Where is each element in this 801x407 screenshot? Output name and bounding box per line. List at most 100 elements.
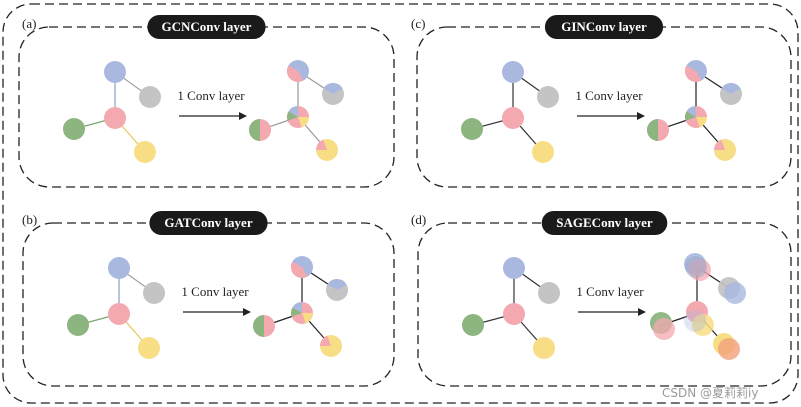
output-node-center-slice-3	[298, 117, 309, 128]
output-node-center-slice-2	[286, 111, 298, 121]
output-node-top-slice-1	[684, 65, 702, 83]
output-node-center-slice-1	[288, 105, 298, 117]
arrow-label: 1 Conv layer	[181, 284, 249, 299]
panel-title-pill	[147, 15, 266, 39]
output-node-bottom-orange	[718, 338, 740, 360]
arrow-head	[239, 112, 247, 120]
output-node-bottom-slice-1	[319, 335, 331, 346]
panel-letter: (b)	[22, 212, 37, 227]
output-node-center-slice-2	[684, 111, 696, 121]
output-node-top	[290, 256, 313, 279]
panel-sage: (d) SAGEConv layer 1 Conv layer	[411, 211, 792, 387]
output-node-right	[322, 82, 344, 105]
output-node-center	[286, 105, 309, 128]
panels-group: (a) GCNConv layer 1 Conv layer (c) GINConv l…	[18, 15, 792, 387]
output-node-right-slice-1	[323, 82, 343, 94]
conv-arrow	[578, 308, 646, 316]
input-node-yellow	[134, 141, 156, 163]
input-node-blue	[104, 61, 126, 83]
output-node-top	[286, 60, 309, 83]
arrow-head	[638, 308, 646, 316]
input-node-yellow	[532, 141, 554, 163]
input-node-green	[461, 118, 483, 140]
output-node-bottom-slice-1	[316, 139, 327, 150]
panel-gat: (b) GATConv layer 1 Conv layer	[22, 211, 395, 387]
arrow-head	[243, 308, 251, 316]
panel-title: GCNConv layer	[162, 19, 252, 34]
output-node-top-slice-1	[290, 261, 308, 279]
conv-arrow	[183, 308, 251, 316]
panel-gcn: (a) GCNConv layer 1 Conv layer	[18, 15, 395, 188]
input-node-pink	[503, 303, 525, 325]
output-node-center-slice-3	[696, 117, 707, 128]
output-node-bottom	[316, 139, 338, 161]
output-node-left-slice-1	[647, 119, 658, 141]
arrow-head	[637, 112, 645, 120]
input-node-gray	[537, 86, 559, 108]
panel-title: GINConv layer	[561, 19, 647, 34]
output-node-right-slice-1	[721, 82, 741, 94]
input-node-pink	[104, 107, 126, 129]
output-node-center-slice-1	[686, 106, 696, 117]
output-node-center-slice-3	[302, 313, 313, 324]
output-graph	[650, 253, 746, 360]
panel-letter: (c)	[411, 16, 425, 31]
conv-arrow	[577, 112, 645, 120]
input-node-pink	[502, 107, 524, 129]
arrow-label: 1 Conv layer	[575, 88, 643, 103]
input-node-yellow	[138, 337, 160, 359]
panel-gin: (c) GINConv layer 1 Conv layer	[411, 15, 792, 188]
conv-arrow	[179, 112, 247, 120]
panel-letter: (d)	[411, 212, 426, 227]
outer-dashed-border	[2, 3, 799, 404]
output-node-left-slice-1	[249, 119, 260, 141]
output-node-bottom	[319, 335, 342, 357]
input-graph	[461, 61, 559, 163]
output-node-bottom-slice-1	[714, 139, 725, 150]
input-node-green	[67, 314, 89, 336]
input-graph	[462, 257, 560, 359]
input-node-gray	[538, 282, 560, 304]
output-node-center	[684, 106, 707, 128]
output-graph	[253, 256, 348, 357]
panel-title-pill	[544, 15, 664, 39]
input-node-pink	[108, 303, 130, 325]
output-node-bottom	[714, 139, 736, 161]
output-node-left	[647, 119, 669, 141]
output-node-left-pink	[653, 318, 675, 340]
output-node-right	[326, 278, 348, 301]
output-node-center	[290, 301, 313, 324]
panel-title: GATConv layer	[164, 215, 252, 230]
input-node-blue	[108, 257, 130, 279]
output-node-right	[720, 82, 742, 105]
input-node-gray	[143, 282, 165, 304]
input-node-blue	[503, 257, 525, 279]
output-node-top-slice-1	[286, 65, 304, 83]
input-node-blue	[502, 61, 524, 83]
input-node-gray	[139, 86, 161, 108]
output-node-center-slice-2	[290, 307, 302, 317]
panel-title: SAGEConv layer	[556, 215, 653, 230]
output-node-left	[253, 315, 275, 337]
output-node-left-slice-1	[253, 315, 264, 337]
output-node-center-blue	[684, 310, 706, 332]
output-graph	[647, 60, 742, 161]
arrow-label: 1 Conv layer	[177, 88, 245, 103]
arrow-label: 1 Conv layer	[576, 284, 644, 299]
output-node-top	[684, 60, 707, 83]
panel-title-pill	[149, 211, 268, 235]
input-graph	[63, 61, 161, 163]
output-graph	[249, 60, 344, 161]
input-node-green	[63, 118, 85, 140]
output-node-right-blue	[724, 282, 746, 304]
input-node-yellow	[533, 337, 555, 359]
panel-letter: (a)	[22, 16, 36, 31]
output-node-center-slice-1	[292, 301, 302, 313]
panel-title-pill	[541, 211, 668, 235]
output-node-right-slice-1	[327, 278, 347, 290]
output-node-left	[249, 119, 271, 141]
output-node-top-mix	[685, 256, 707, 278]
watermark-text: CSDN @夏莉莉iy	[662, 386, 758, 400]
